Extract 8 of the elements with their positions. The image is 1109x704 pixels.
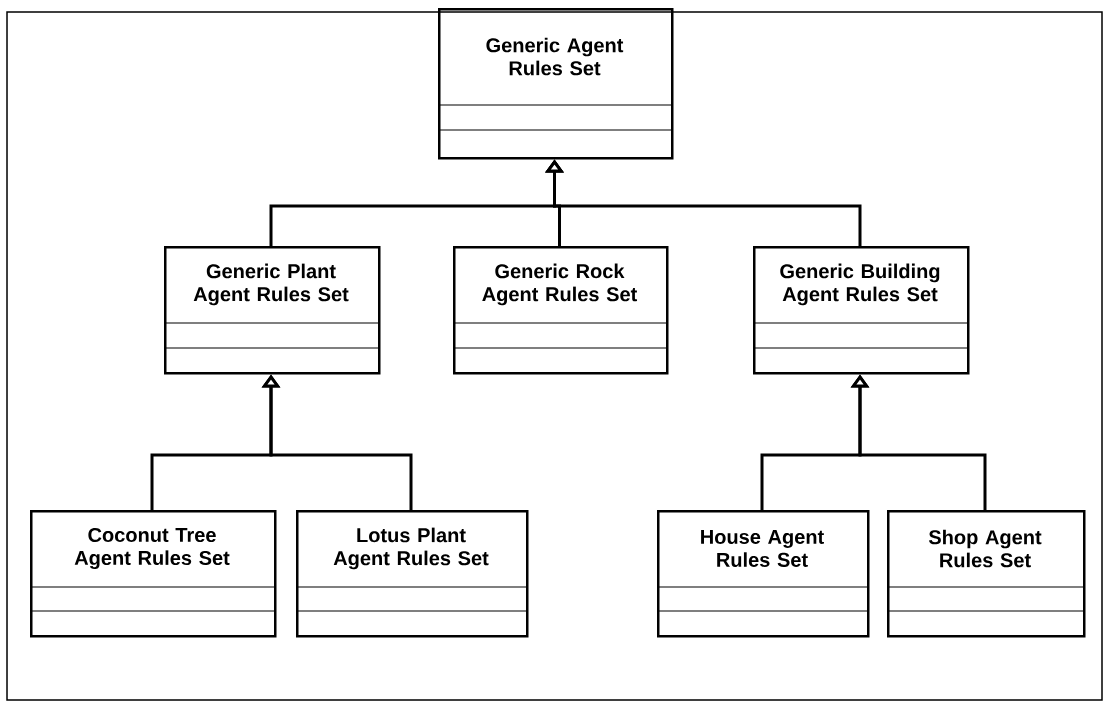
class-box: Lotus Plant Agent Rules Set: [295, 510, 529, 638]
class-box: Shop Agent Rules Set: [886, 510, 1086, 638]
class-box: House Agent Rules Set: [656, 510, 870, 638]
class-box: Coconut Tree Agent Rules Set: [29, 510, 277, 638]
class-box: Generic Agent Rules Set: [437, 8, 674, 160]
class-box: Generic Plant Agent Rules Set: [163, 246, 381, 375]
class-box: Generic Building Agent Rules Set: [752, 246, 970, 375]
class-box: Generic Rock Agent Rules Set: [452, 246, 669, 375]
